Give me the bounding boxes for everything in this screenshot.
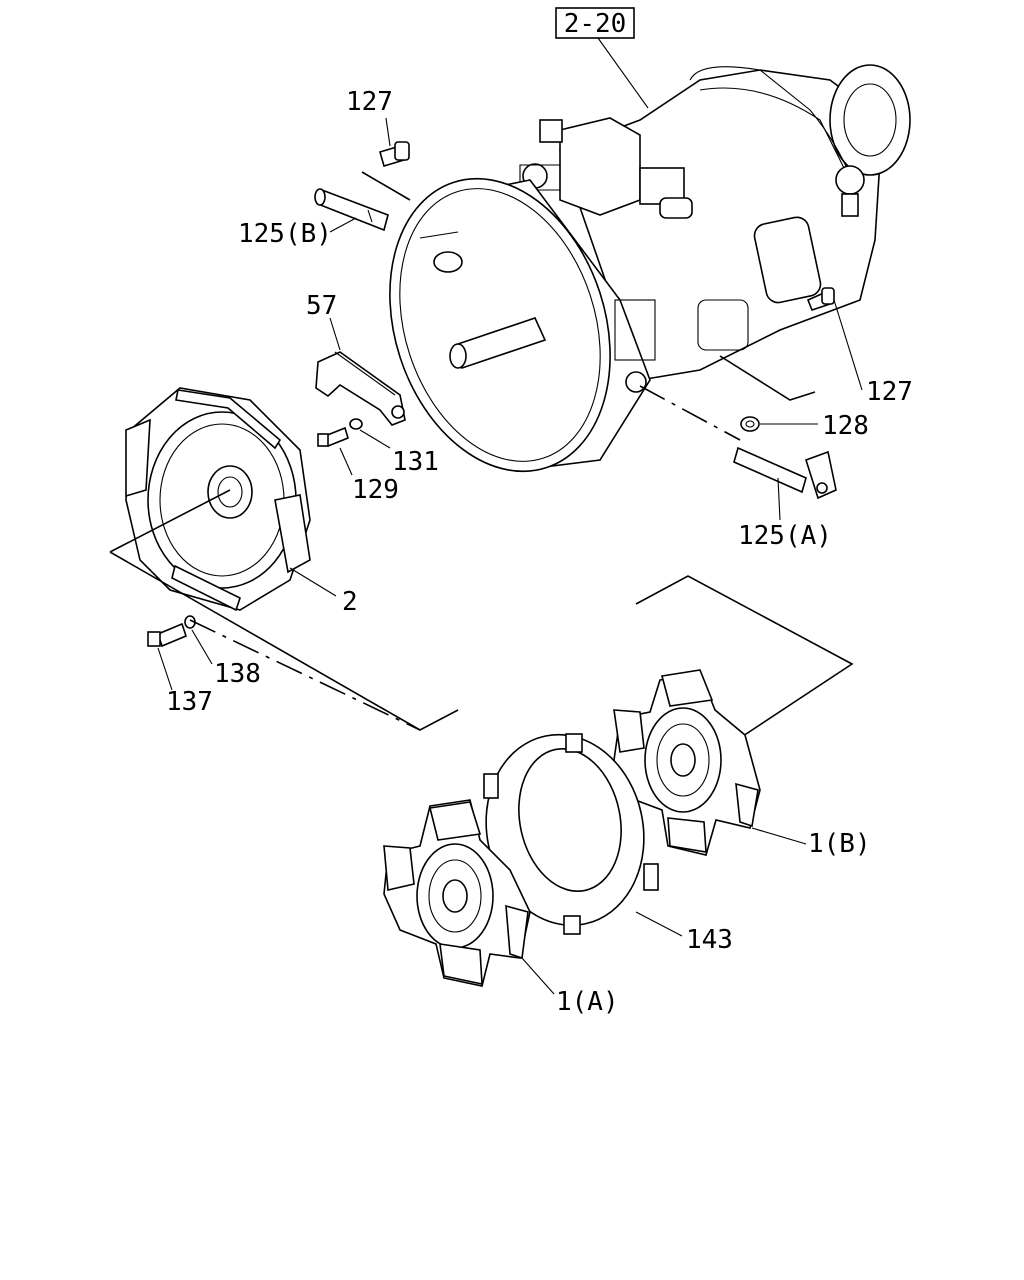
callout-137: 137 [166, 687, 213, 717]
callout-1a: 1(A) [556, 987, 619, 1017]
pin-125b [314, 188, 389, 233]
lever-125a [733, 446, 837, 521]
callout-127-top: 127 [346, 87, 393, 117]
reference-box: 2-20 [555, 7, 649, 109]
clutch-disc-1b [613, 669, 807, 856]
bolt-137 [147, 622, 187, 691]
callout-128: 128 [822, 411, 869, 441]
axis-line-lever [639, 385, 741, 441]
callout-57: 57 [306, 291, 337, 321]
nut-128 [740, 416, 818, 432]
callout-2: 2 [342, 587, 358, 617]
callout-129: 129 [352, 475, 399, 505]
grease-fitting-top [379, 117, 410, 167]
grease-fitting-right [806, 287, 863, 391]
reference-box-label: 2-20 [564, 9, 627, 39]
axis-line-bolts [189, 619, 421, 731]
intermediate-plate [483, 733, 683, 937]
pressure-plate [125, 387, 337, 612]
washer-138 [184, 615, 213, 665]
clutch-disc-1a [383, 799, 555, 995]
washer-131 [349, 418, 391, 449]
leader-127-right [719, 355, 816, 401]
bolt-129 [317, 426, 353, 476]
callout-1b: 1(B) [808, 829, 871, 859]
leader-127-top [361, 171, 411, 201]
callout-127-right: 127 [866, 377, 913, 407]
release-fork [315, 317, 406, 426]
callout-131: 131 [392, 447, 439, 477]
callout-125b: 125(B) [238, 219, 332, 249]
bracket-line-disc [635, 575, 854, 739]
transmission-housing [389, 64, 911, 473]
callout-143: 143 [686, 925, 733, 955]
callout-138: 138 [214, 659, 261, 689]
callout-125a: 125(A) [738, 521, 832, 551]
bracket-line-upper [109, 489, 231, 553]
